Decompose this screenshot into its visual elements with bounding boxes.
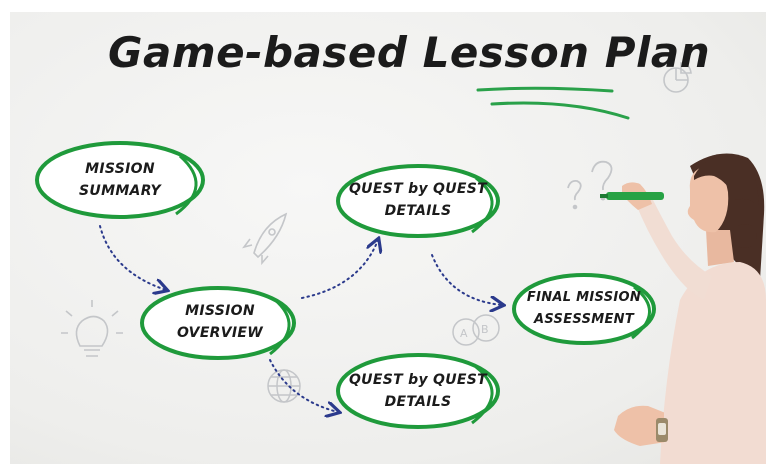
node-label-line: DETAILS [384,203,452,219]
node-quest-details-bottom: QUEST by QUEST DETAILS [348,369,488,413]
svg-text:B: B [481,323,489,336]
flow-arrows [99,225,502,412]
node-quest-details-top: QUEST by QUEST DETAILS [348,178,488,222]
globe-icon [267,369,301,403]
node-mission-overview: MISSION OVERVIEW [160,300,280,344]
svg-text:A: A [460,327,468,340]
rocket-icon [242,212,288,266]
node-label-line: QUEST by QUEST [348,372,488,388]
node-ring-quest-top [336,164,500,238]
node-ring-quest-bottom [336,353,500,429]
arrow-quest-top-to-final [431,254,502,305]
page-title: Game-based Lesson Plan [108,28,711,77]
frame-left [0,0,10,464]
node-label-line: OVERVIEW [176,325,264,341]
node-mission-summary: MISSION SUMMARY [60,158,180,202]
pie-chart-icon [663,62,692,93]
presenter-illustration [600,153,766,464]
node-label-line: MISSION [185,303,255,319]
title-underline [476,86,630,120]
node-label-line: QUEST by QUEST [348,181,488,197]
node-label-line: FINAL MISSION [526,290,642,305]
ab-bubble-icon: A B [452,314,500,346]
lightbulb-icon [61,300,123,357]
node-label-line: SUMMARY [79,183,161,199]
frame-top [0,0,766,12]
question-marks-icon [567,160,613,210]
arrow-overview-to-quest-bottom [269,359,338,412]
arrow-overview-to-quest-top [301,240,378,299]
node-ring-mission-summary [35,141,205,219]
node-ring-mission-overview [140,286,296,360]
node-final-assessment: FINAL MISSION ASSESSMENT [522,287,646,331]
node-label-line: MISSION [85,161,155,177]
arrow-summary-to-overview [99,225,166,290]
node-ring-final [512,273,656,345]
node-label-line: ASSESSMENT [533,312,635,327]
node-label-line: DETAILS [384,394,452,410]
